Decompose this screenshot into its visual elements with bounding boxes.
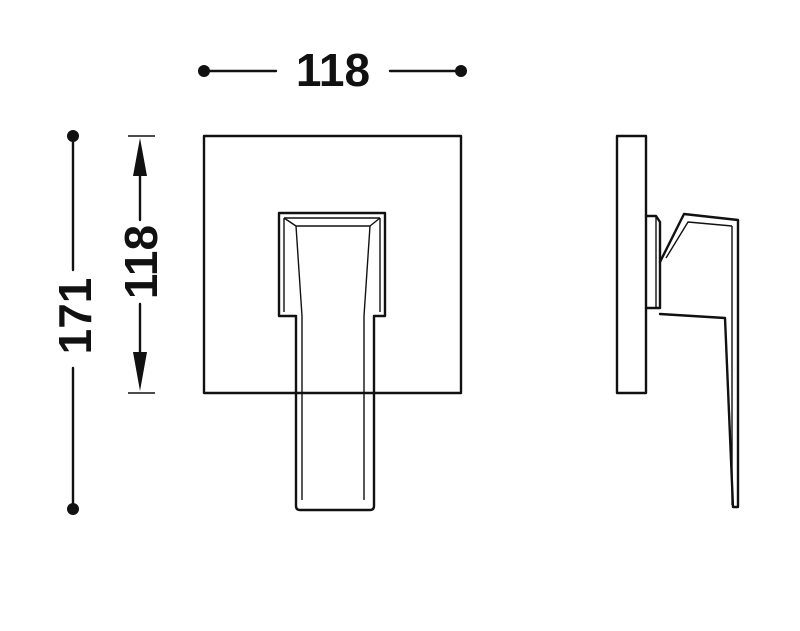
handle-inner-left (295, 225, 303, 500)
front-plate (202, 134, 463, 395)
dimension-height-total-label: 171 (49, 278, 101, 355)
dimension-endpoint-bottom (67, 503, 79, 515)
side-plate (615, 134, 648, 395)
front-view (202, 134, 463, 512)
dimension-width-label: 118 (296, 44, 370, 96)
dimension-endpoint-right (455, 65, 467, 77)
handle-inner-right (363, 225, 371, 500)
handle-bevel-face (283, 217, 381, 227)
side-lever-bevel (665, 221, 733, 259)
side-collar (644, 214, 662, 310)
handle-outline (277, 211, 387, 512)
arrow-down-icon (133, 352, 147, 391)
arrow-up-icon (133, 138, 147, 176)
dimension-height-inner: 118 (115, 135, 167, 394)
side-view (615, 134, 740, 509)
dimension-height-total: 171 (49, 130, 101, 515)
dimension-height-inner-label: 118 (115, 225, 167, 299)
side-lever (658, 212, 740, 509)
dimension-width-top: 118 (198, 44, 467, 96)
